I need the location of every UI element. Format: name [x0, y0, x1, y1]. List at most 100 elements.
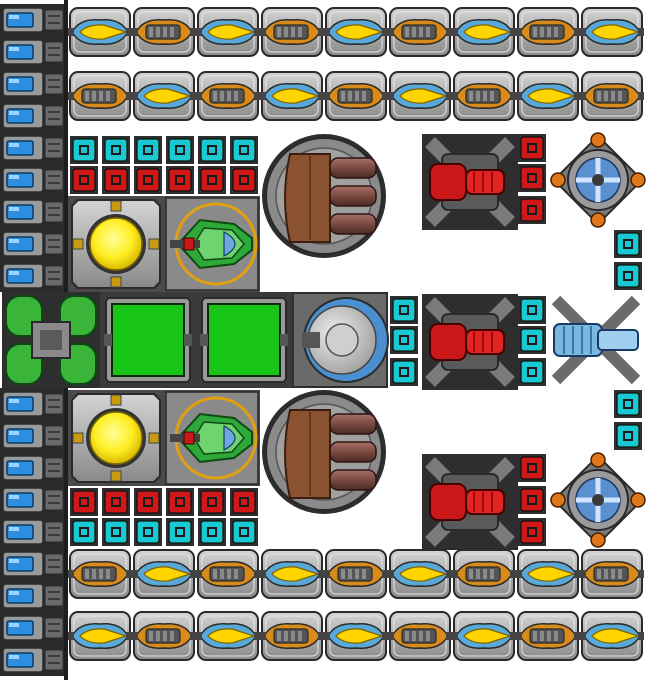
blue-thruster-icon: [68, 611, 132, 661]
teal-armor-icon: [390, 296, 418, 324]
orange-thruster-icon: [196, 71, 260, 121]
battery-cell-icon: [0, 420, 66, 452]
orange-thruster-icon: [452, 549, 516, 599]
fuel-tank-icon: [2, 292, 100, 388]
red-armor-icon: [198, 488, 226, 516]
teal-armor-icon: [134, 518, 162, 546]
green-cockpit-icon: [164, 196, 260, 292]
teal-armor-icon: [166, 136, 194, 164]
blue-thruster-icon: [260, 71, 324, 121]
teal-armor-icon: [70, 136, 98, 164]
red-armor-icon: [518, 486, 546, 514]
battery-cell-icon: [0, 452, 66, 484]
radar-dish-icon: [550, 452, 646, 548]
orange-thruster-icon: [196, 549, 260, 599]
red-armor-icon: [230, 488, 258, 516]
battery-cell-icon: [0, 196, 66, 228]
orange-thruster-icon: [388, 7, 452, 57]
blue-railgun-icon: [550, 294, 642, 386]
orange-thruster-icon: [452, 71, 516, 121]
blue-thruster-icon: [452, 611, 516, 661]
orange-thruster-icon: [68, 549, 132, 599]
teal-armor-icon: [102, 136, 130, 164]
battery-cell-icon: [0, 516, 66, 548]
teal-armor-icon: [198, 518, 226, 546]
blue-thruster-icon: [580, 7, 644, 57]
blue-thruster-icon: [68, 7, 132, 57]
teal-armor-icon: [614, 262, 642, 290]
orange-thruster-icon: [580, 549, 644, 599]
orange-thruster-icon: [132, 7, 196, 57]
red-armor-icon: [134, 488, 162, 516]
blue-thruster-icon: [132, 71, 196, 121]
screen-panel-icon: [100, 292, 196, 388]
blue-thruster-icon: [196, 611, 260, 661]
blue-thruster-icon: [388, 549, 452, 599]
orange-thruster-icon: [388, 611, 452, 661]
red-armor-icon: [518, 134, 546, 162]
blue-thruster-icon: [580, 611, 644, 661]
reactor-core-icon: [68, 196, 164, 292]
teal-armor-icon: [390, 358, 418, 386]
battery-cell-icon: [0, 132, 66, 164]
blue-thruster-icon: [516, 71, 580, 121]
red-armor-icon: [166, 488, 194, 516]
reactor-core-icon: [68, 390, 164, 486]
orange-thruster-icon: [132, 611, 196, 661]
battery-cell-icon: [0, 68, 66, 100]
teal-armor-icon: [230, 136, 258, 164]
blue-thruster-icon: [196, 7, 260, 57]
orange-thruster-icon: [516, 611, 580, 661]
green-cockpit-icon: [164, 390, 260, 486]
teal-armor-icon: [518, 358, 546, 386]
battery-cell-icon: [0, 644, 66, 676]
teal-armor-icon: [614, 390, 642, 418]
teal-armor-icon: [70, 518, 98, 546]
battery-cell-icon: [0, 164, 66, 196]
battery-cell-icon: [0, 4, 66, 36]
dome-shield-icon: [292, 292, 389, 388]
orange-thruster-icon: [68, 71, 132, 121]
teal-armor-icon: [390, 326, 418, 354]
battery-cell-icon: [0, 612, 66, 644]
red-armor-icon: [198, 166, 226, 194]
red-armor-icon: [518, 518, 546, 546]
screen-panel-icon: [196, 292, 292, 388]
battery-cell-icon: [0, 580, 66, 612]
blue-thruster-icon: [132, 549, 196, 599]
red-turret-icon: [422, 294, 518, 390]
blue-thruster-icon: [452, 7, 516, 57]
teal-armor-icon: [102, 518, 130, 546]
red-armor-icon: [70, 488, 98, 516]
battery-cell-icon: [0, 36, 66, 68]
orange-thruster-icon: [260, 611, 324, 661]
teal-armor-icon: [230, 518, 258, 546]
battery-cell-icon: [0, 260, 66, 292]
blue-thruster-icon: [388, 71, 452, 121]
red-turret-icon: [422, 134, 518, 230]
red-armor-icon: [102, 488, 130, 516]
red-armor-icon: [166, 166, 194, 194]
teal-armor-icon: [198, 136, 226, 164]
red-armor-icon: [230, 166, 258, 194]
teal-armor-icon: [134, 136, 162, 164]
blue-thruster-icon: [324, 611, 388, 661]
red-armor-icon: [134, 166, 162, 194]
teal-armor-icon: [614, 230, 642, 258]
orange-thruster-icon: [516, 7, 580, 57]
triple-barrel-cannon-icon: [262, 134, 386, 258]
orange-thruster-icon: [260, 7, 324, 57]
orange-thruster-icon: [580, 71, 644, 121]
triple-barrel-cannon-icon: [262, 390, 386, 514]
teal-armor-icon: [614, 422, 642, 450]
blue-thruster-icon: [260, 549, 324, 599]
teal-armor-icon: [166, 518, 194, 546]
orange-thruster-icon: [324, 549, 388, 599]
battery-cell-icon: [0, 484, 66, 516]
red-armor-icon: [518, 196, 546, 224]
blue-thruster-icon: [324, 7, 388, 57]
teal-armor-icon: [518, 296, 546, 324]
red-armor-icon: [102, 166, 130, 194]
battery-cell-icon: [0, 100, 66, 132]
